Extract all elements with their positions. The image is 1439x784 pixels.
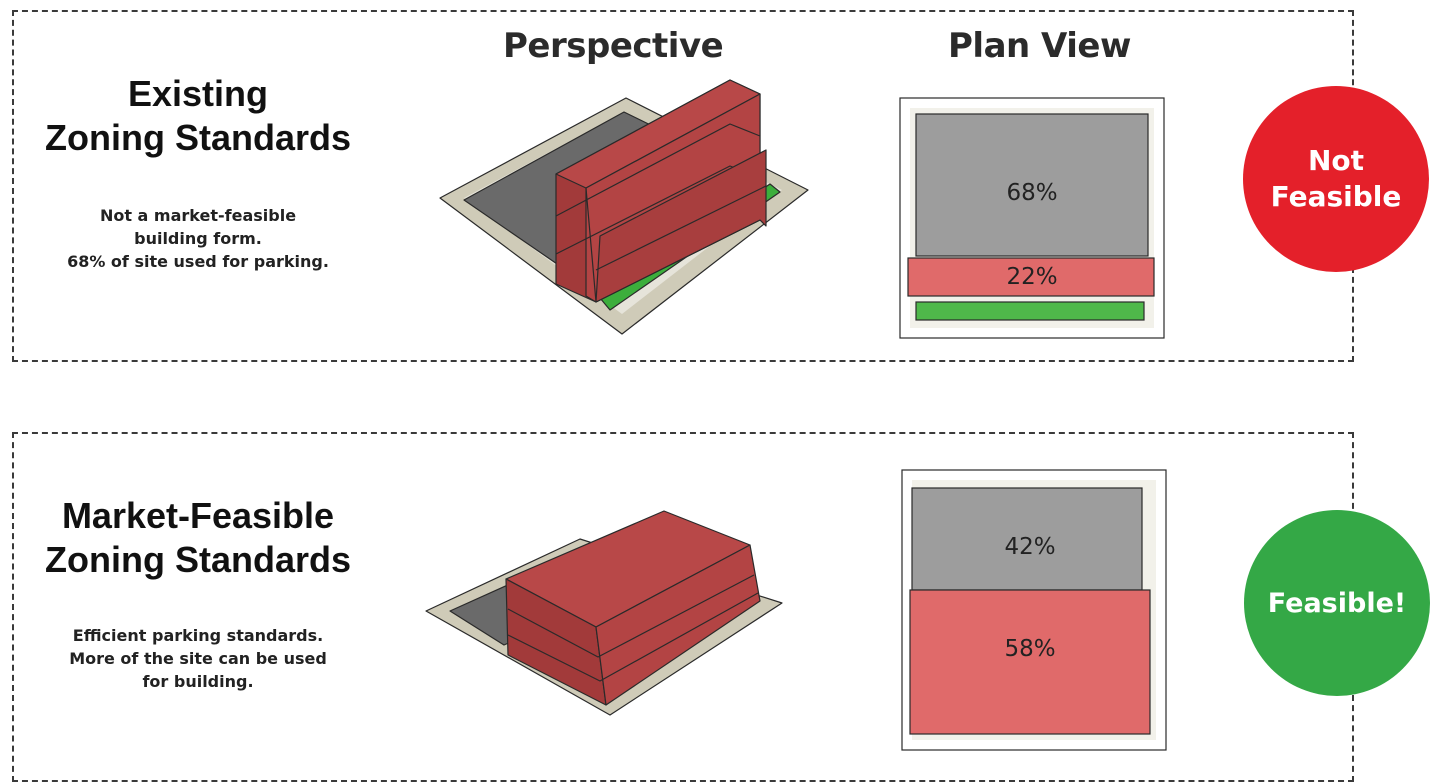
scenario-description-existing: Not a market-feasible building form. 68%… [18, 204, 378, 273]
description-line: 68% of site used for parking. [67, 252, 329, 271]
plan-parking-percent: 68% [1006, 180, 1058, 206]
building-footprint [909, 589, 1151, 735]
scenario-description-market-feasible: Efficient parking standards. More of the… [18, 624, 378, 693]
floor-line [555, 123, 761, 217]
title-line: Zoning Standards [45, 117, 351, 158]
description-line: Efficient parking standards. [72, 626, 324, 645]
plan-view-market-feasible [901, 469, 1167, 751]
perspective-drawing-market-feasible [425, 510, 783, 716]
verdict-line: Feasible! [1267, 587, 1407, 619]
building-wing [595, 149, 767, 303]
floor-line [595, 185, 767, 271]
verdict-badge-not-feasible: Not Feasible [1243, 86, 1429, 272]
floor-line [507, 574, 755, 658]
plan-view-heading: Plan View [948, 26, 1131, 66]
description-line: building form. [134, 229, 262, 248]
parking-area [911, 487, 1143, 591]
title-line: Market-Feasible [61, 495, 335, 536]
title-line: Zoning Standards [45, 539, 351, 580]
title-line: Existing [127, 73, 269, 114]
verdict-line: Not [1307, 144, 1365, 177]
building-edge [585, 187, 597, 303]
scenario-title-existing: Existing Zoning Standards [18, 72, 378, 160]
plan-view-existing [899, 97, 1165, 339]
scenario-title-market-feasible: Market-Feasible Zoning Standards [18, 494, 378, 582]
plan-building-percent: 58% [1004, 636, 1056, 662]
landscape-strip [915, 301, 1145, 321]
perspective-drawing-existing [439, 79, 809, 335]
plan-parking-percent: 42% [1004, 534, 1056, 560]
perspective-heading: Perspective [503, 26, 724, 66]
description-line: for building. [142, 672, 254, 691]
parking-area [915, 113, 1149, 257]
building-footprint [907, 257, 1155, 297]
floor-line [507, 592, 759, 682]
description-line: Not a market-feasible [99, 206, 297, 225]
verdict-line: Feasible [1270, 180, 1402, 213]
verdict-badge-feasible: Feasible! [1244, 510, 1430, 696]
plan-building-percent: 22% [1006, 264, 1058, 290]
description-line: More of the site can be used [69, 649, 327, 668]
